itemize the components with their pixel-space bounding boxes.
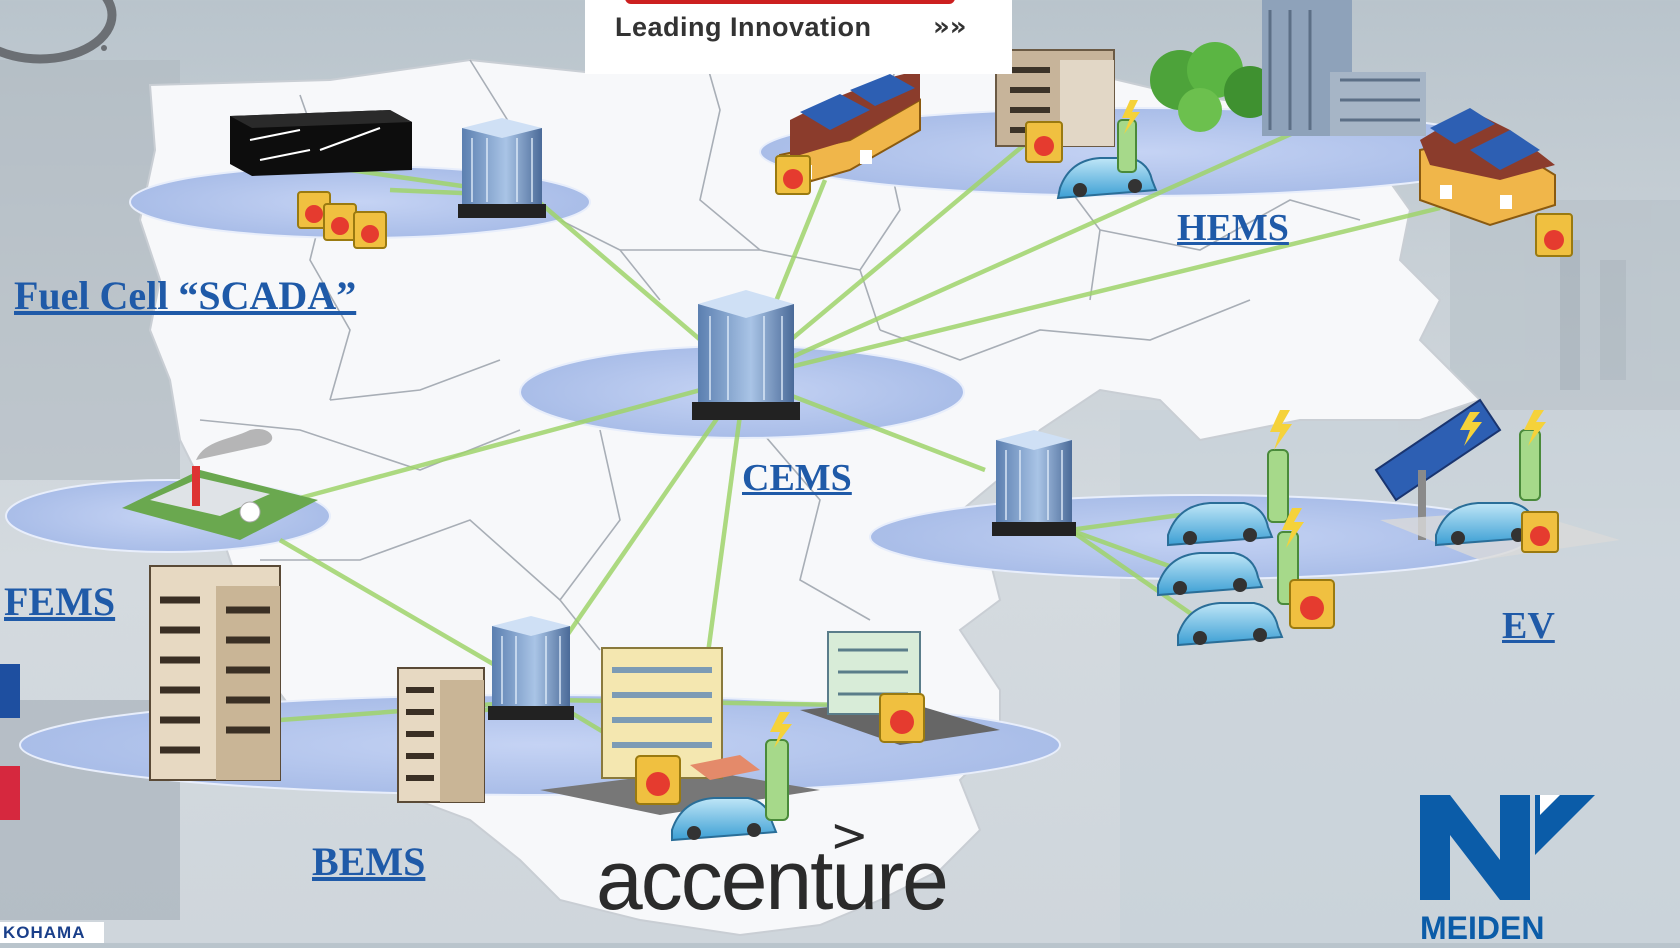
flag-stub-blue: [0, 664, 20, 718]
meiden-logo-mark: [1420, 795, 1595, 900]
accenture-chevron-icon: >: [830, 808, 869, 862]
hems-link[interactable]: HEMS: [1177, 207, 1289, 249]
office-complex-icon: [1262, 0, 1426, 136]
ev-link[interactable]: EV: [1502, 605, 1555, 647]
power-plant-icon: [122, 428, 318, 540]
chevrons-icon: »»: [933, 12, 967, 42]
meiden-logo-text: MEIDEN: [1420, 910, 1545, 946]
top-logo-red-band: [625, 0, 955, 4]
apartment-building-icon: [995, 49, 1115, 147]
top-center-logo: Leading Innovation »»: [585, 0, 1012, 74]
lightning-icon: [770, 100, 1546, 748]
flag-stub-red: [0, 766, 20, 820]
apartment-building-icon: [397, 667, 485, 803]
office-tower-icon: [992, 430, 1076, 536]
battery-bolt-icon: [305, 136, 1564, 796]
logo-ring-top-left: [0, 0, 117, 64]
ev-car-icon: [671, 797, 778, 842]
ev-car-icon: [1435, 502, 1542, 547]
yokohama-logo: KOHAMA: [0, 922, 104, 943]
battery-icon: [297, 121, 1573, 805]
office-tower-icon: [692, 290, 800, 420]
house-solar-icon: [1419, 108, 1556, 227]
ev-car-icon: [1167, 502, 1274, 547]
apartment-building-icon: [149, 565, 281, 781]
fuel-cell-unit-icon: [230, 110, 412, 176]
ev-car-icon: [1177, 602, 1284, 647]
tree-icon: [1150, 42, 1276, 132]
office-tower-icon: [458, 118, 546, 218]
fuel-cell-scada-link[interactable]: Fuel Cell “SCADA”: [14, 273, 357, 318]
cems-link[interactable]: CEMS: [742, 457, 852, 499]
accenture-logo: accenture: [596, 833, 949, 927]
fems-link[interactable]: FEMS: [4, 579, 116, 624]
office-tower-icon: [488, 616, 574, 720]
ev-car-icon: [1157, 552, 1264, 597]
house-solar-icon: [779, 70, 921, 192]
top-logo-tagline: Leading Innovation: [615, 12, 872, 42]
bems-link[interactable]: BEMS: [312, 839, 426, 884]
yokohama-logo-text: KOHAMA: [3, 923, 86, 942]
